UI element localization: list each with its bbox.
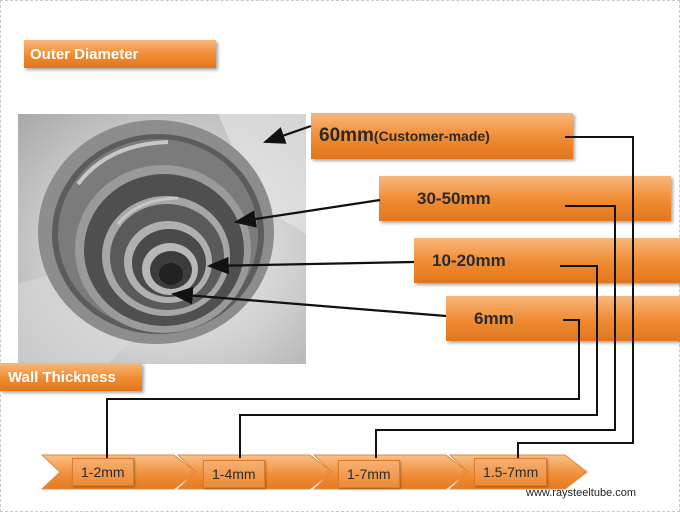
diameter-value: 30-50mm	[417, 188, 491, 208]
thickness-label: 1-7mm	[338, 460, 400, 488]
diameter-tag-60mm: 60mm (Customer-made)	[311, 113, 573, 159]
diameter-tag-10-20mm: 10-20mm	[414, 238, 680, 283]
thickness-label: 1-4mm	[203, 460, 265, 488]
outer-diameter-label: Outer Diameter	[30, 45, 139, 63]
wall-thickness-title: Wall Thickness	[0, 363, 142, 391]
diameter-value: 10-20mm	[432, 250, 506, 270]
diameter-value: 60mm	[319, 125, 374, 146]
diameter-tag-6mm: 6mm	[446, 296, 680, 341]
diameter-tag-30-50mm: 30-50mm	[379, 176, 671, 221]
thickness-1-2mm: 1-2mm	[72, 455, 134, 489]
tubes-photo	[18, 114, 306, 364]
thickness-1-5-7mm: 1.5-7mm	[474, 455, 548, 489]
thickness-label: 1-2mm	[72, 458, 134, 486]
website-url: www.raysteeltube.com	[526, 487, 637, 499]
outer-diameter-title: Outer Diameter	[24, 40, 216, 68]
thickness-1-4mm: 1-4mm	[203, 457, 265, 491]
wall-thickness-label: Wall Thickness	[8, 368, 116, 386]
nested-steel-tubes-icon	[18, 114, 306, 364]
thickness-1-7mm: 1-7mm	[338, 457, 400, 491]
diameter-note: (Customer-made)	[373, 128, 490, 144]
thickness-label: 1.5-7mm	[474, 458, 548, 486]
diameter-value: 6mm	[474, 308, 514, 328]
